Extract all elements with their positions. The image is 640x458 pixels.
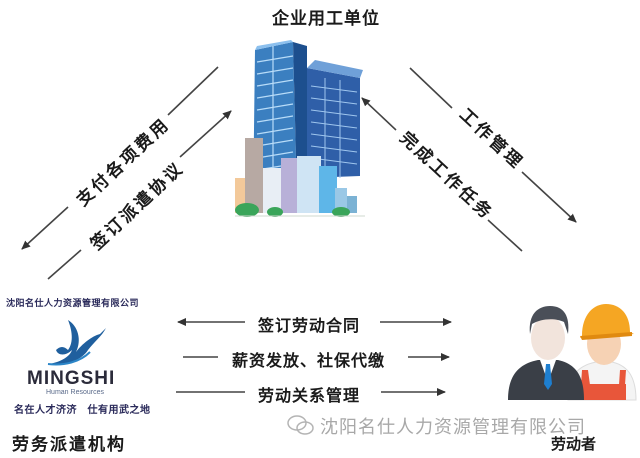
brand-name: MINGSHI xyxy=(27,368,116,389)
watermark-text: 沈阳名仕人力资源管理有限公司 xyxy=(320,417,586,438)
brand-subtitle: Human Resources xyxy=(46,389,104,396)
employer-title: 企业用工单位 xyxy=(272,9,380,29)
workers-icon xyxy=(508,304,637,401)
agency-company-name: 沈阳名仕人力资源管理有限公司 xyxy=(6,299,140,309)
office-building-icon xyxy=(235,40,365,217)
labor-relations-label: 劳动关系管理 xyxy=(258,386,361,405)
work-management-arrow xyxy=(409,67,577,223)
pay-fees-arrow xyxy=(21,66,219,250)
complete-tasks-arrow xyxy=(361,97,523,252)
mingshi-logo-icon xyxy=(47,320,106,366)
sign-labor-contract-label: 签订劳动合同 xyxy=(258,316,361,335)
sign-dispatch-arrow xyxy=(47,110,232,280)
salary-insurance-label: 薪资发放、社保代缴 xyxy=(232,351,386,370)
agency-label: 劳务派遣机构 xyxy=(12,435,126,455)
agency-slogan: 名在人才济济 仕有用武之地 xyxy=(14,405,151,416)
wechat-icon xyxy=(287,415,314,435)
worker-label: 劳动者 xyxy=(551,435,597,453)
